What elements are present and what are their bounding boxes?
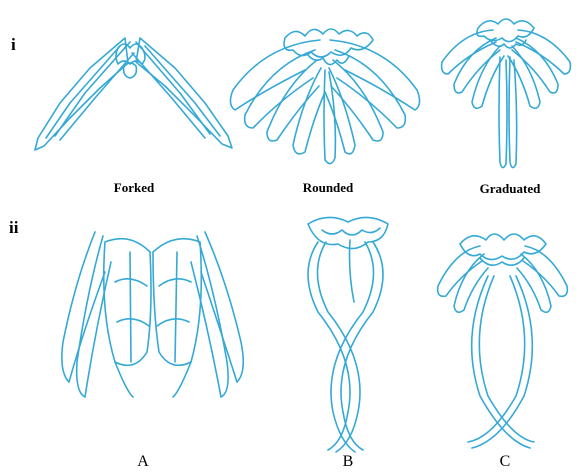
row-label-ii: ii bbox=[9, 218, 18, 238]
row-label-i: i bbox=[11, 35, 16, 55]
rounded-tail-drawing bbox=[225, 20, 425, 170]
tail-c-drawing bbox=[430, 216, 575, 456]
caption-graduated: Graduated bbox=[440, 181, 579, 197]
caption-forked: Forked bbox=[64, 180, 204, 196]
label-a: A bbox=[123, 453, 163, 471]
label-c: C bbox=[485, 453, 525, 471]
label-b: B bbox=[328, 453, 368, 471]
graduated-tail-drawing bbox=[438, 12, 578, 177]
caption-rounded: Rounded bbox=[258, 180, 398, 196]
tail-a-drawing bbox=[55, 222, 255, 422]
tail-b-drawing bbox=[288, 212, 408, 457]
forked-tail-drawing bbox=[30, 28, 240, 158]
